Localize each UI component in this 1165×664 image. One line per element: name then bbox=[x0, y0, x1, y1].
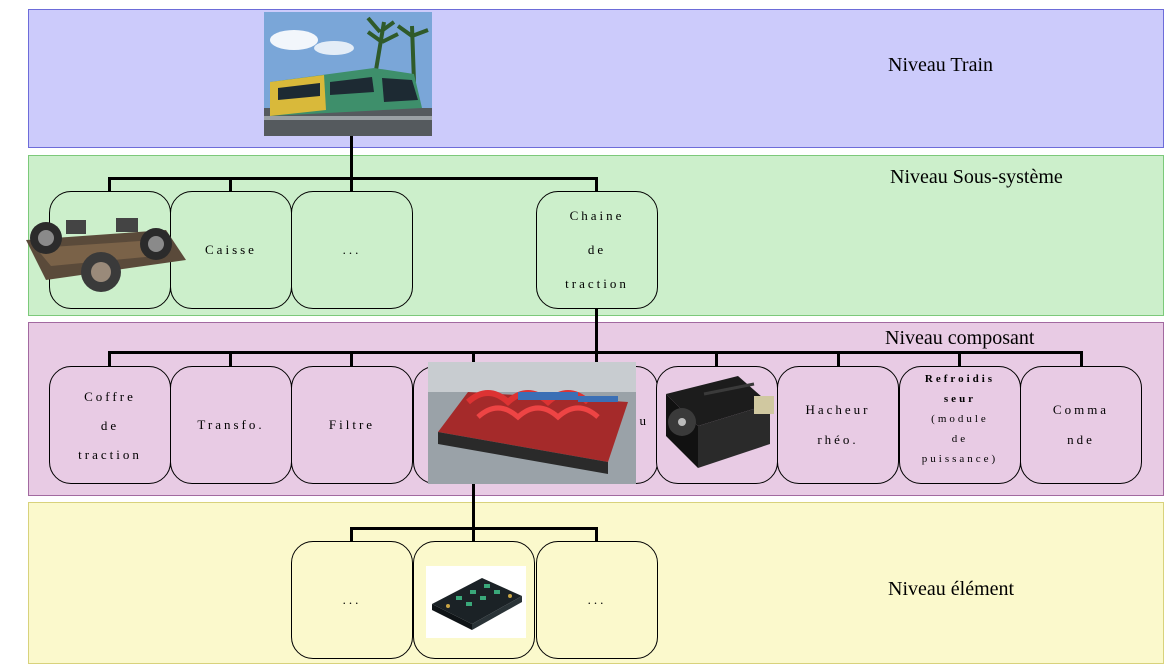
element-label-right: ... bbox=[587, 592, 607, 607]
connector-drop bbox=[108, 351, 111, 367]
component-label-hidden-tail: u bbox=[639, 413, 649, 428]
connector-drop bbox=[595, 527, 598, 543]
subsystem-label-chaine-line: de bbox=[587, 242, 607, 257]
connector-drop bbox=[229, 351, 232, 367]
subsystem-box-other: ... bbox=[291, 191, 413, 309]
level-label-element: Niveau élément bbox=[888, 578, 1015, 600]
connector-drop bbox=[229, 177, 232, 193]
component-label-refroid-line: seur bbox=[943, 393, 977, 405]
component-label-commande-line: Comma bbox=[1052, 402, 1110, 417]
connector-drop bbox=[350, 527, 353, 543]
connector-drop bbox=[472, 351, 475, 367]
subsystem-label-chaine-line: traction bbox=[565, 276, 629, 291]
component-label-coffre-line: Coffre bbox=[84, 388, 136, 404]
connector-trunk-train bbox=[350, 136, 353, 180]
level-band-train bbox=[28, 9, 1164, 148]
connector-drop bbox=[472, 527, 475, 543]
component-box-filtre: Filtre bbox=[291, 366, 413, 484]
subsystem-box-chaine-traction: Chaine de traction bbox=[536, 191, 658, 309]
tram-image bbox=[264, 12, 432, 136]
power-module-image bbox=[428, 362, 636, 484]
connector-drop bbox=[595, 351, 598, 367]
element-box-right: ... bbox=[536, 541, 658, 659]
subsystem-box-caisse: Caisse bbox=[170, 191, 292, 309]
component-label-coffre-line: traction bbox=[78, 446, 142, 462]
element-box-left: ... bbox=[291, 541, 413, 659]
level-label-train: Niveau Train bbox=[888, 54, 993, 76]
level-label-subsystem: Niveau Sous-système bbox=[890, 166, 1063, 188]
component-box-coffre-traction: Coffre de traction bbox=[49, 366, 171, 484]
connector-drop bbox=[595, 177, 598, 193]
component-label-transfo: Transfo. bbox=[197, 417, 265, 432]
component-label-commande-line: nde bbox=[1067, 432, 1095, 447]
connector-drop bbox=[837, 351, 840, 367]
component-label-filtre: Filtre bbox=[328, 417, 376, 432]
component-label-refroid-line: de bbox=[951, 433, 969, 445]
connector-drop bbox=[715, 351, 718, 367]
connector-bus-subsystem bbox=[108, 177, 598, 180]
subsystem-label-caisse: Caisse bbox=[205, 242, 257, 257]
component-box-hacheur: Hacheur rhéo. bbox=[777, 366, 899, 484]
connector-drop bbox=[350, 177, 353, 193]
subsystem-label-ellipsis: ... bbox=[342, 242, 362, 257]
component-label-refroid-line: puissance) bbox=[921, 453, 999, 465]
component-label-refroid-line: Refroidis bbox=[924, 373, 996, 385]
component-box-transfo: Transfo. bbox=[170, 366, 292, 484]
connector-trunk-module bbox=[472, 482, 475, 530]
connector-drop bbox=[108, 177, 111, 193]
bogie-image bbox=[26, 218, 186, 292]
component-label-hacheur-line: Hacheur bbox=[805, 402, 871, 417]
component-box-commande: Comma nde bbox=[1020, 366, 1142, 484]
connector-drop bbox=[1080, 351, 1083, 367]
level-label-component: Niveau composant bbox=[885, 327, 1035, 349]
subsystem-label-chaine-line: Chaine bbox=[569, 208, 625, 223]
component-label-refroid-line: (module bbox=[931, 413, 989, 425]
connector-drop bbox=[350, 351, 353, 367]
igbt-module-image bbox=[426, 566, 526, 638]
component-label-hacheur-line: rhéo. bbox=[817, 432, 859, 447]
connector-trunk-chaine bbox=[595, 306, 598, 354]
element-label-left: ... bbox=[342, 592, 362, 607]
connector-drop bbox=[958, 351, 961, 367]
component-box-refroidisseur: Refroidis seur (module de puissance) bbox=[899, 366, 1021, 484]
motor-image bbox=[666, 376, 774, 468]
component-label-coffre-line: de bbox=[100, 417, 120, 433]
